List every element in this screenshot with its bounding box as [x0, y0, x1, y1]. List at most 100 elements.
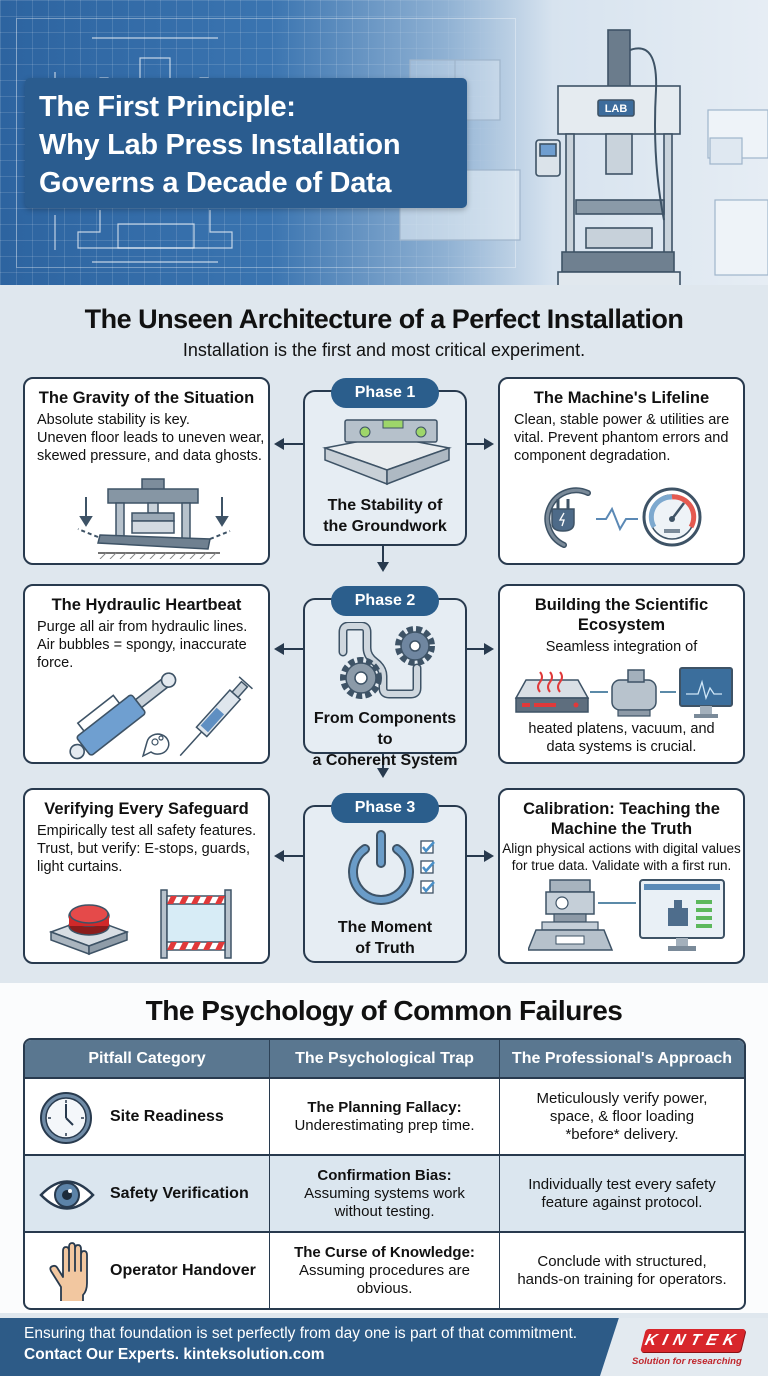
phase-badge: Phase 1 [331, 378, 439, 408]
arrow-left-icon [274, 438, 284, 450]
failures-table: Pitfall Category The Psychological Trap … [23, 1038, 746, 1310]
trap-line: Assuming procedures are [299, 1261, 470, 1279]
column-header: The Psychological Trap [270, 1040, 500, 1077]
category-cell: Safety Verification [25, 1156, 270, 1231]
card-body: Clean, stable power & utilities are vita… [514, 411, 729, 465]
trap-title: The Planning Fallacy: [307, 1098, 462, 1116]
connector-line [283, 648, 303, 650]
card-title-line: Machine the Truth [550, 820, 693, 838]
arrow-down-icon [377, 768, 389, 778]
phase-title-line: The Stability of [327, 497, 443, 514]
tilted-press-icon [77, 478, 231, 559]
estop-barrier-icon [48, 889, 232, 959]
hero-title-line-1: The First Principle: [39, 91, 296, 123]
connector-line [382, 754, 384, 770]
kintek-logo[interactable]: KINTEK [640, 1329, 746, 1352]
card-lifeline: The Machine's Lifeline Clean, stable pow… [498, 377, 745, 565]
approach-line: Meticulously verify power, [536, 1089, 708, 1107]
card-gravity: The Gravity of the Situation Absolute st… [23, 377, 270, 565]
approach-line: Conclude with structured, [537, 1252, 707, 1270]
card-ecosystem: Building the Scientific Ecosystem Seamle… [498, 584, 745, 764]
card-body-line: Clean, stable power & utilities are [514, 412, 730, 428]
power-checklist-icon [348, 830, 435, 905]
category-label: Site Readiness [110, 1107, 224, 1125]
architecture-heading: The Unseen Architecture of a Perfect Ins… [84, 304, 684, 334]
card-body-line: Air bubbles = spongy, inaccurate [37, 637, 247, 653]
arrow-down-icon [377, 562, 389, 572]
phase-2-box: Phase 2 From Components to a Coherent Sy… [303, 586, 467, 769]
failures-heading: The Psychology of Common Failures [145, 995, 623, 1026]
approach-cell: Meticulously verify power, space, & floo… [500, 1079, 744, 1154]
card-safeguard: Verifying Every Safeguard Empirically te… [23, 788, 270, 964]
phase-title-line: From Components to [313, 710, 457, 748]
phase-title: From Components to a Coherent System [305, 708, 465, 771]
connector-line [467, 648, 487, 650]
connector-line [382, 546, 384, 564]
footer-text: Ensuring that foundation is set perfectl… [24, 1325, 578, 1342]
eye-icon [39, 1180, 95, 1210]
brand-tagline: Solution for researching [632, 1356, 742, 1367]
category-cell: Operator Handover [25, 1233, 270, 1308]
hero-title-line-2: Why Lab Press Installation [39, 129, 401, 161]
card-body-line: data systems is crucial. [546, 739, 697, 755]
plug-gauge-icon [544, 487, 702, 548]
phase-title: The Moment of Truth [305, 917, 465, 959]
phase-title-line: of Truth [355, 940, 415, 957]
card-hydraulic: The Hydraulic Heartbeat Purge all air fr… [23, 584, 270, 764]
card-body: Purge all air from hydraulic lines. Air … [37, 618, 247, 672]
card-title: Verifying Every Safeguard [44, 800, 249, 818]
phase-title: The Stability of the Groundwork [305, 495, 465, 537]
approach-cell: Individually test every safety feature a… [500, 1156, 744, 1231]
approach-line: feature against protocol. [541, 1193, 703, 1211]
table-row: Site Readiness The Planning Fallacy: Und… [25, 1077, 744, 1154]
card-body-line: component degradation. [514, 448, 671, 464]
card-title-line: Calibration: Teaching the [523, 800, 720, 818]
platen-pump-monitor-icon [514, 667, 733, 718]
approach-line: Individually test every safety [528, 1175, 716, 1193]
card-body-line: for true data. Validate with a first run… [511, 858, 732, 873]
card-body: Align physical actions with digital valu… [500, 840, 743, 874]
table-header: Pitfall Category The Psychological Trap … [25, 1040, 744, 1077]
card-body-line: skewed pressure, and data ghosts. [37, 448, 262, 464]
trap-title: The Curse of Knowledge: [294, 1243, 475, 1261]
card-title: Building the Scientific Ecosystem [500, 595, 743, 635]
hero-title-box: The First Principle: Why Lab Press Insta… [25, 78, 467, 208]
connector-line [467, 855, 487, 857]
hero-banner: LAB The First Principle: Why Lab Press I… [0, 0, 768, 285]
trap-cell: The Curse of Knowledge: Assuming procedu… [270, 1233, 500, 1308]
category-label: Safety Verification [110, 1184, 249, 1202]
card-body-line: light curtains. [37, 859, 123, 875]
spirit-level-icon [322, 419, 452, 486]
card-body-line: Empirically test all safety features. [37, 823, 257, 839]
architecture-section: The Unseen Architecture of a Perfect Ins… [0, 288, 768, 983]
card-body-line: Uneven floor leads to uneven wear, [37, 430, 265, 446]
card-body-line: Trust, but verify: E-stops, guards, [37, 841, 251, 857]
connector-line [283, 443, 303, 445]
card-title-line: Building the Scientific [534, 596, 709, 614]
card-body: Empirically test all safety features. Tr… [37, 822, 256, 876]
arrow-left-icon [274, 643, 284, 655]
hero-title-line-3: Governs a Decade of Data [39, 167, 392, 199]
arrow-right-icon [484, 850, 494, 862]
card-title: Calibration: Teaching the Machine the Tr… [500, 799, 743, 839]
footer-contact-link[interactable]: Contact Our Experts. kinteksolution.com [24, 1346, 325, 1363]
phase-title-line: a Coherent System [312, 752, 458, 769]
architecture-subheading: Installation is the first and most criti… [182, 340, 586, 360]
phase-badge: Phase 3 [331, 793, 439, 823]
trap-line: obvious. [356, 1279, 413, 1297]
category-label: Operator Handover [110, 1261, 256, 1279]
trap-title: Confirmation Bias: [317, 1166, 452, 1184]
card-title-line: Ecosystem [577, 616, 666, 634]
card-body: Absolute stability is key. Uneven floor … [37, 411, 264, 465]
trap-line: without testing. [334, 1202, 435, 1220]
phase-badge: Phase 2 [331, 586, 439, 616]
connector-line [467, 443, 487, 445]
footer-banner: Ensuring that foundation is set perfectl… [0, 1318, 768, 1376]
card-body-line: Purge all air from hydraulic lines. [37, 619, 248, 635]
press-label: LAB [605, 103, 628, 115]
hydraulic-cylinder-syringe-icon [69, 672, 253, 760]
clock-icon [40, 1092, 92, 1144]
trap-line: Assuming systems work [304, 1184, 465, 1202]
card-body-top: Seamless integration of [545, 639, 698, 655]
gears-pipe-icon [338, 622, 435, 699]
